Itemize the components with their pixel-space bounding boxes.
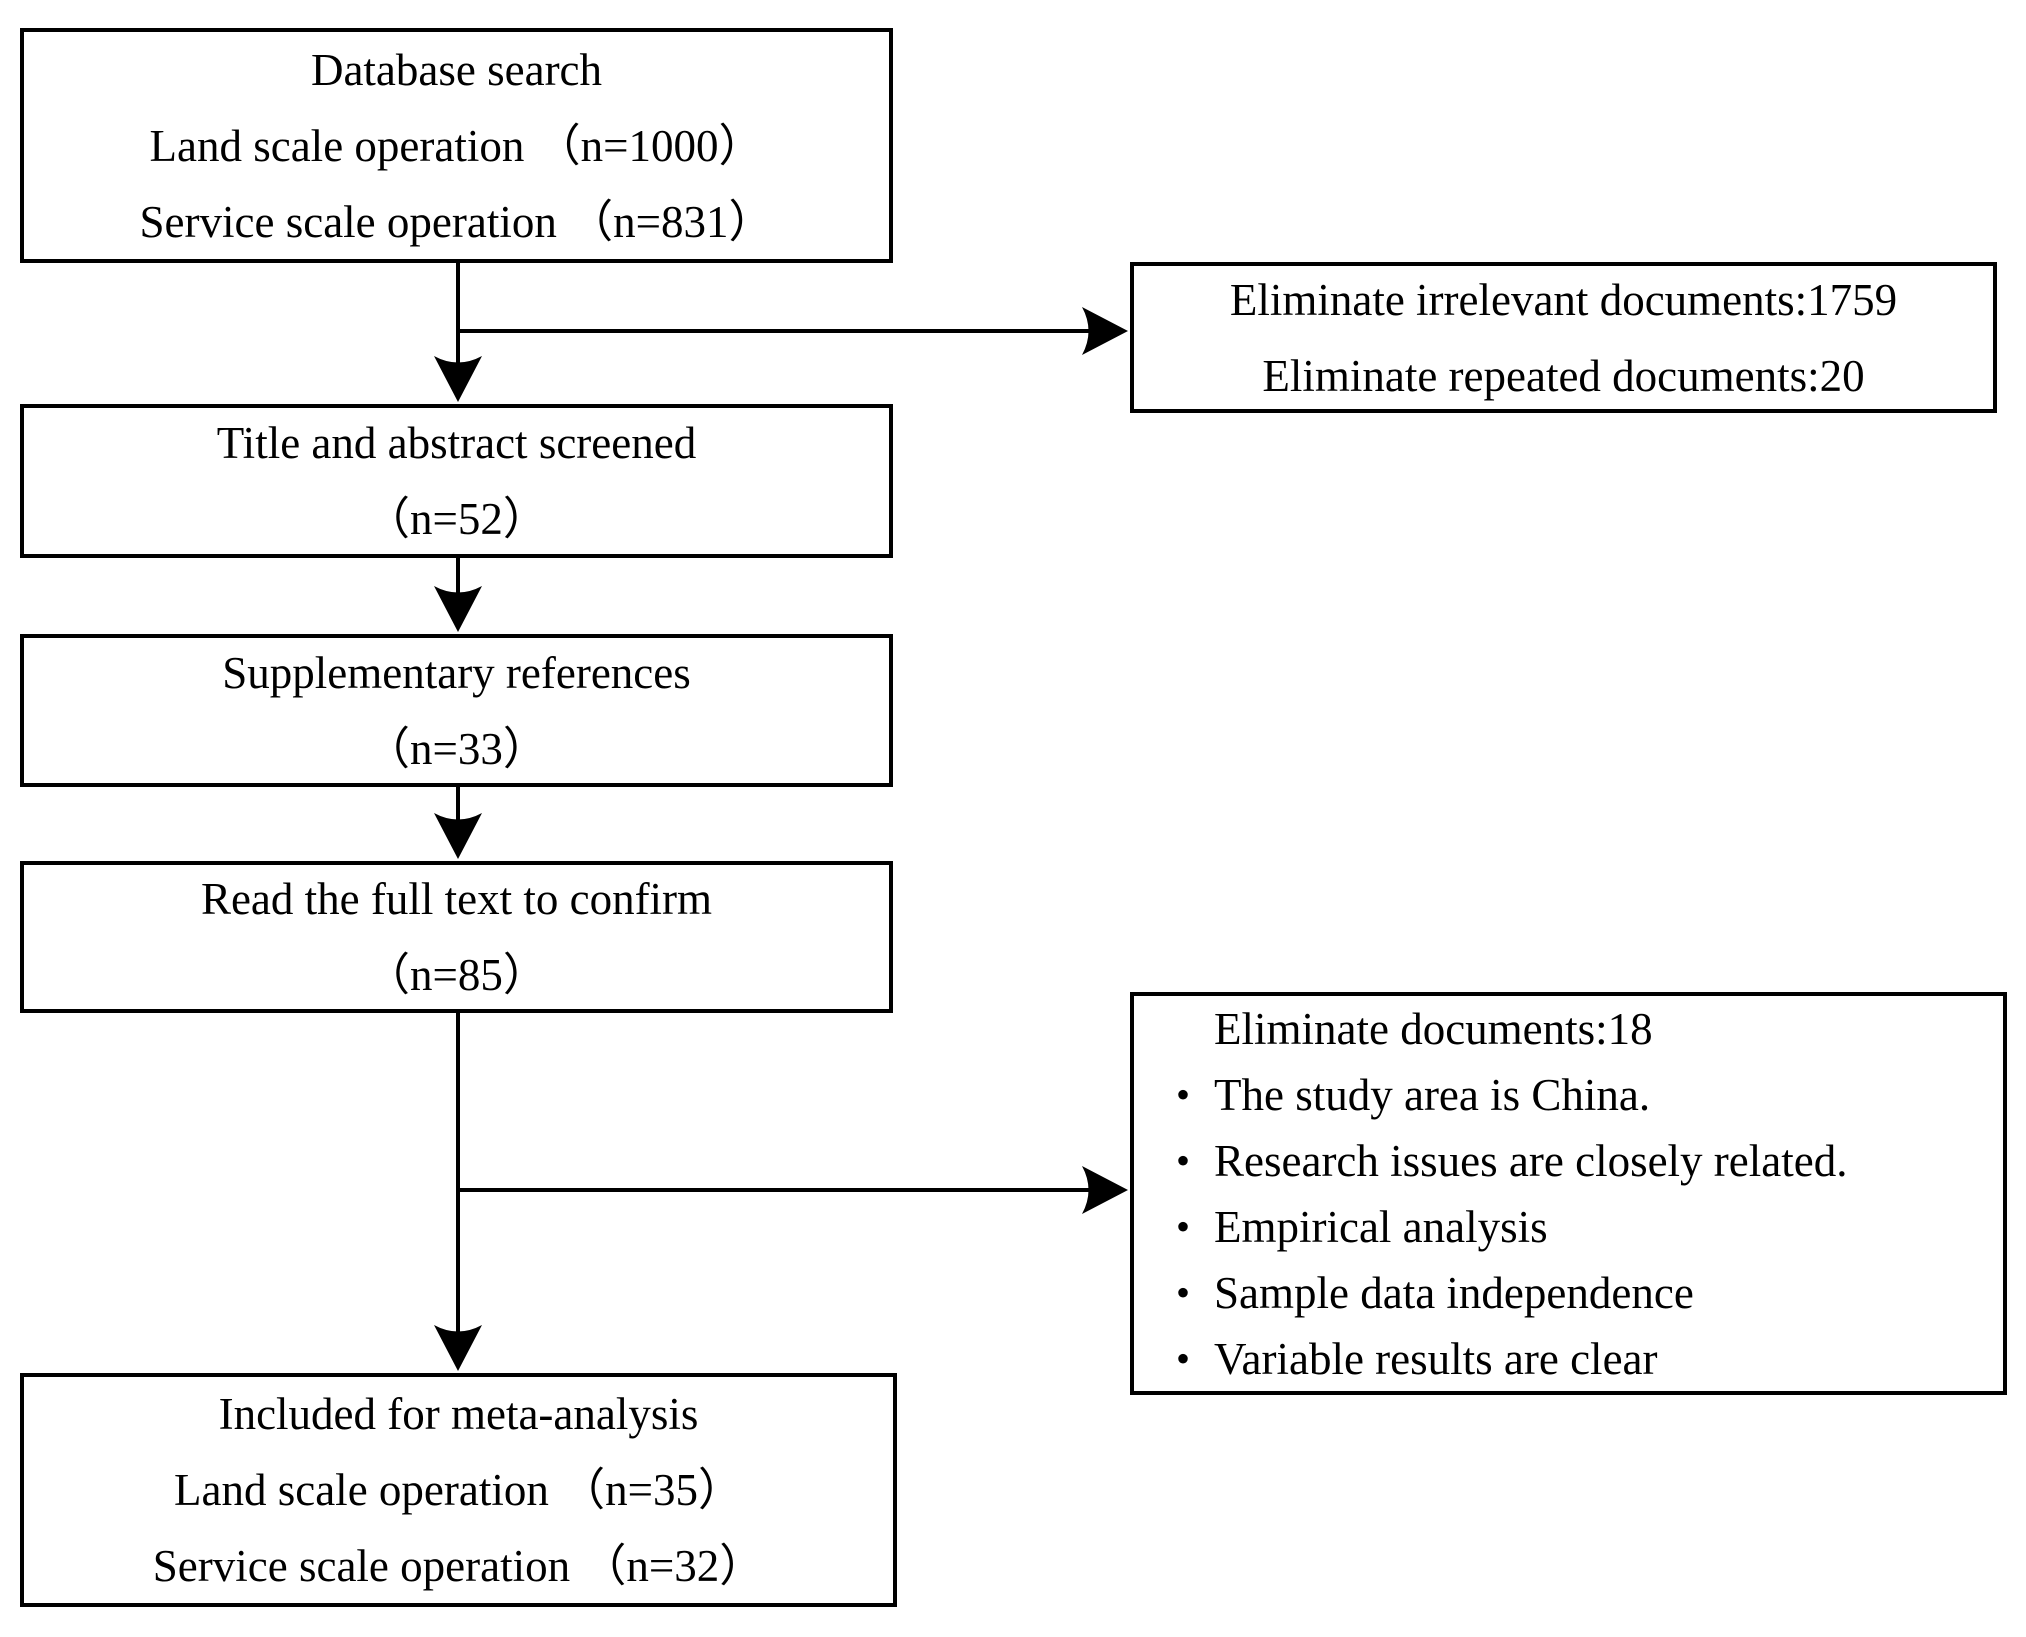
title-abstract-screened-label: Title and abstract screened [216, 418, 697, 468]
eliminate-documents-heading: Eliminate documents:18 [1214, 1003, 1653, 1054]
arrow-database-to-screened [434, 263, 482, 402]
arrow-branch-eliminate-bottom [458, 1166, 1128, 1214]
box-title-abstract-screened: Title and abstract screened （n=52） [20, 404, 893, 558]
read-full-text-label: Read the full text to confirm [200, 874, 713, 924]
criteria-item-sample-independence: Sample data independence [1134, 1260, 2003, 1326]
box-database-search-land-count: Land scale operation （n=1000） [149, 120, 764, 171]
included-service-count: Service scale operation （n=32） [152, 1541, 765, 1591]
criteria-item-study-area: The study area is China. [1134, 1062, 2003, 1128]
box-database-search: Database search Land scale operation （n=… [20, 28, 893, 263]
eliminate-repeated-line: Eliminate repeated documents:20 [1262, 350, 1865, 401]
criteria-item-empirical-analysis: Empirical analysis [1134, 1194, 2003, 1260]
criteria-item-variable-results: Variable results are clear [1134, 1326, 2003, 1392]
arrow-screened-to-supplementary [434, 558, 482, 632]
criteria-item-research-issues: Research issues are closely related. [1134, 1128, 2003, 1194]
eliminate-documents-criteria-list: The study area is China. Research issues… [1134, 1062, 2003, 1392]
box-read-full-text: Read the full text to confirm （n=85） [20, 861, 893, 1013]
arrow-supplementary-to-fulltext [434, 787, 482, 859]
read-full-text-count: （n=85） [365, 950, 548, 1000]
supplementary-references-count: （n=33） [365, 723, 548, 774]
eliminate-irrelevant-line: Eliminate irrelevant documents:1759 [1229, 274, 1898, 325]
box-included-meta-analysis: Included for meta-analysis Land scale op… [20, 1373, 897, 1607]
box-database-search-title: Database search [310, 44, 603, 95]
included-land-count: Land scale operation （n=35） [174, 1465, 743, 1515]
included-meta-analysis-title: Included for meta-analysis [218, 1389, 699, 1439]
arrow-branch-eliminate-top [458, 307, 1128, 355]
title-abstract-screened-count: （n=52） [365, 494, 548, 544]
box-eliminate-irrelevant-documents: Eliminate irrelevant documents:1759 Elim… [1130, 262, 1997, 413]
box-database-search-service-count: Service scale operation （n=831） [139, 196, 774, 247]
supplementary-references-label: Supplementary references [222, 647, 691, 698]
box-supplementary-references: Supplementary references （n=33） [20, 634, 893, 787]
arrow-fulltext-to-included [434, 1013, 482, 1371]
box-eliminate-documents: Eliminate documents:18 The study area is… [1130, 992, 2007, 1395]
